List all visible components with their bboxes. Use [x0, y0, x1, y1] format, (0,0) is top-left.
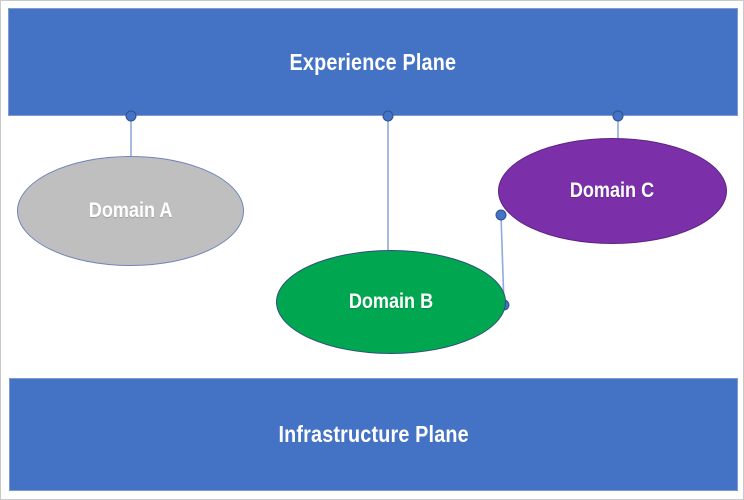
domain-a-node[interactable]: Domain A — [17, 156, 244, 266]
experience-plane-label: Experience Plane — [289, 48, 457, 75]
domain-c-label: Domain C — [570, 179, 655, 202]
infrastructure-plane-band[interactable]: Infrastructure Plane — [9, 378, 738, 491]
domain-b-node[interactable]: Domain B — [276, 250, 506, 354]
experience-plane-band[interactable]: Experience Plane — [8, 8, 738, 116]
domain-c-to-domain-b-endpoint-dot[interactable] — [495, 209, 507, 221]
domain-c-node[interactable]: Domain C — [498, 138, 727, 244]
infrastructure-plane-label: Infrastructure Plane — [278, 421, 469, 447]
domain-a-label: Domain A — [88, 199, 173, 222]
domain-b-label: Domain B — [348, 290, 434, 313]
